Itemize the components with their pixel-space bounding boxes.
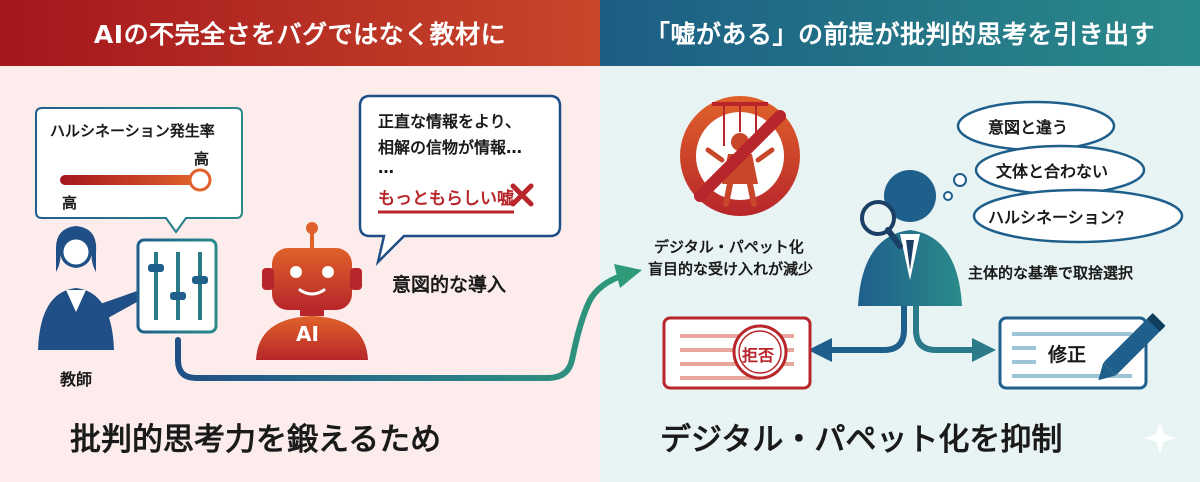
- puppet-caption-line-1: デジタル・パペット化: [654, 238, 804, 256]
- gauge-high-label: 高: [194, 150, 210, 168]
- speech-line-2: 相解の信物が情報…: [378, 138, 523, 157]
- sparkle-icon: [1144, 422, 1176, 454]
- left-header: AIの不完全さをバグではなく教材に: [0, 0, 600, 66]
- speech-line-1: 正直な情報をより、: [378, 112, 522, 131]
- flow-arrow: [175, 269, 633, 381]
- selection-label: 主体的な基準で取捨選択: [968, 264, 1134, 282]
- thought-bubbles: [943, 100, 1184, 244]
- gauge-low-label: 高: [62, 194, 78, 212]
- hallucination-gauge-box: [35, 107, 243, 234]
- branch-arrows: [808, 306, 996, 362]
- ai-robot-icon: [256, 222, 368, 360]
- rejected-document-icon: [662, 316, 812, 390]
- right-header: 「嘘がある」の前提が批判的思考を引き出す: [600, 0, 1200, 66]
- prohibited-puppet-icon: [680, 96, 800, 216]
- ai-label: AI: [296, 322, 319, 346]
- left-bottom-title: 批判的思考力を鍛えるため: [70, 422, 442, 458]
- intro-label: 意図的な導入: [392, 274, 507, 296]
- thought-2: 文体と合わない: [996, 162, 1109, 181]
- thinking-person-icon: [858, 170, 962, 306]
- thought-3: ハルシネーション？: [988, 208, 1132, 227]
- flow-arrowhead-icon: [614, 264, 642, 288]
- left-panel: [0, 0, 600, 482]
- speech-highlight: もっともらしい嘘: [378, 189, 514, 209]
- speech-line-3: …: [378, 158, 394, 177]
- fix-label: 修正: [1048, 344, 1087, 366]
- slider-panel-icon: [136, 238, 218, 334]
- pencil-icon: [1098, 313, 1166, 381]
- right-bottom-title: デジタル・パペット化を抑制: [660, 422, 1063, 458]
- puppet-caption-line-2: 盲目的な受け入れが減少: [648, 260, 814, 278]
- teacher-label: 教師: [60, 370, 93, 389]
- reject-stamp: 拒否: [742, 346, 775, 365]
- teacher-icon: [38, 226, 150, 350]
- thought-1: 意図と違う: [988, 118, 1069, 137]
- gauge-title: ハルシネーション発生率: [50, 122, 215, 140]
- ai-speech-bubble: [358, 94, 562, 266]
